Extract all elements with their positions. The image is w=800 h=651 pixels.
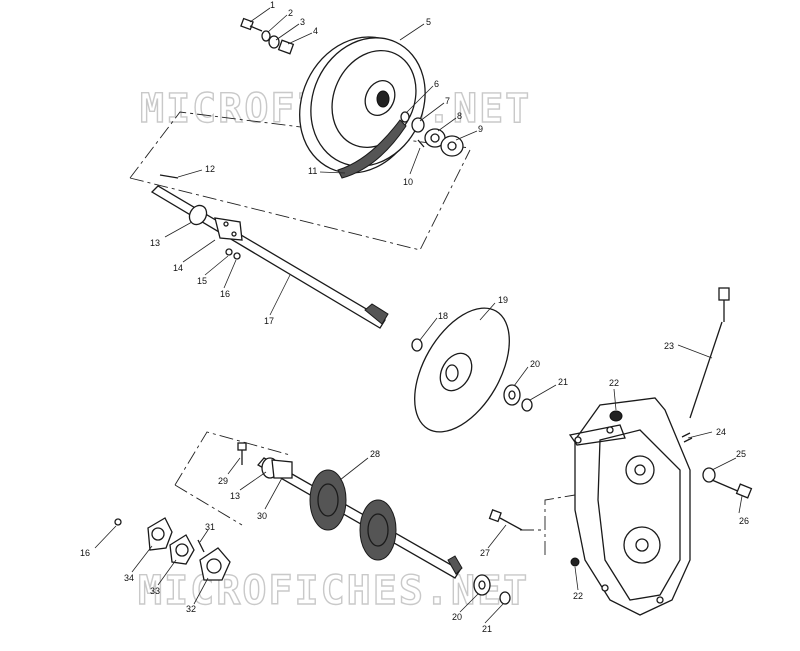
callout-20b: 20 bbox=[452, 612, 462, 622]
nut-lower bbox=[570, 557, 580, 567]
callout-10: 10 bbox=[403, 177, 413, 187]
callout-6: 6 bbox=[434, 79, 439, 89]
callout-30: 30 bbox=[257, 511, 267, 521]
callout-27: 27 bbox=[480, 548, 490, 558]
callout-2: 2 bbox=[288, 8, 293, 18]
group-outline-housing bbox=[520, 494, 576, 555]
bearing-flange-plates bbox=[147, 517, 231, 581]
callout-32: 32 bbox=[186, 604, 196, 614]
snap-ring bbox=[411, 338, 423, 352]
callout-28: 28 bbox=[370, 449, 380, 459]
bearing-lower bbox=[473, 574, 491, 596]
brake-disc bbox=[414, 307, 510, 433]
callout-9: 9 bbox=[478, 124, 483, 134]
callout-5: 5 bbox=[426, 17, 431, 27]
small-nut bbox=[225, 248, 233, 256]
nut-upper bbox=[609, 410, 623, 422]
dipstick bbox=[689, 287, 730, 419]
callout-22: 22 bbox=[609, 378, 619, 388]
callout-labels: 1 2 3 4 5 6 7 8 9 10 11 12 13 14 15 16 1… bbox=[80, 0, 749, 634]
callout-1: 1 bbox=[270, 0, 275, 10]
clip bbox=[681, 432, 693, 443]
callout-8: 8 bbox=[457, 111, 462, 121]
callout-16: 16 bbox=[220, 289, 230, 299]
callout-15: 15 bbox=[197, 276, 207, 286]
washer-stack-upper bbox=[400, 111, 464, 157]
group-outline-upper bbox=[129, 111, 471, 251]
callout-13: 13 bbox=[150, 238, 160, 248]
bolt-lower-left bbox=[237, 442, 247, 465]
group-outline-lower bbox=[174, 431, 291, 526]
bolt-right bbox=[711, 479, 753, 499]
bolt-and-washers-upper bbox=[240, 17, 295, 55]
callout-20: 20 bbox=[530, 359, 540, 369]
callout-7: 7 bbox=[445, 96, 450, 106]
callout-25: 25 bbox=[736, 449, 746, 459]
callout-29: 29 bbox=[218, 476, 228, 486]
callout-26: 26 bbox=[739, 516, 749, 526]
callout-12: 12 bbox=[205, 164, 215, 174]
callout-34: 34 bbox=[124, 573, 134, 583]
drive-shaft bbox=[150, 185, 389, 329]
callout-31: 31 bbox=[205, 522, 215, 532]
o-ring-lower bbox=[499, 591, 511, 605]
callout-21: 21 bbox=[558, 377, 568, 387]
callout-14: 14 bbox=[173, 263, 183, 273]
callout-17: 17 bbox=[264, 316, 274, 326]
callout-33: 33 bbox=[150, 586, 160, 596]
callout-16b: 16 bbox=[80, 548, 90, 558]
small-washer bbox=[233, 252, 241, 260]
callout-21b: 21 bbox=[482, 624, 492, 634]
drive-chain bbox=[337, 119, 407, 179]
bolt-lower bbox=[488, 509, 523, 531]
callout-13b: 13 bbox=[230, 491, 240, 501]
callout-23: 23 bbox=[664, 341, 674, 351]
small-nut-lower bbox=[114, 518, 122, 526]
callout-11: 11 bbox=[308, 166, 317, 176]
washer-right bbox=[702, 467, 716, 483]
bearing-upper bbox=[503, 384, 521, 406]
pin bbox=[159, 174, 179, 179]
callout-4: 4 bbox=[313, 26, 318, 36]
callout-19: 19 bbox=[498, 295, 508, 305]
callout-18: 18 bbox=[438, 311, 448, 321]
callout-22b: 22 bbox=[573, 591, 583, 601]
o-ring-upper bbox=[521, 398, 533, 412]
track-drive-shaft bbox=[256, 457, 463, 579]
callout-24: 24 bbox=[716, 427, 726, 437]
watermark-bottom: MICROFICHES.NET bbox=[138, 568, 529, 614]
callout-3: 3 bbox=[300, 17, 305, 27]
leader-lines bbox=[94, 7, 743, 624]
chaincase-housing bbox=[568, 397, 691, 616]
